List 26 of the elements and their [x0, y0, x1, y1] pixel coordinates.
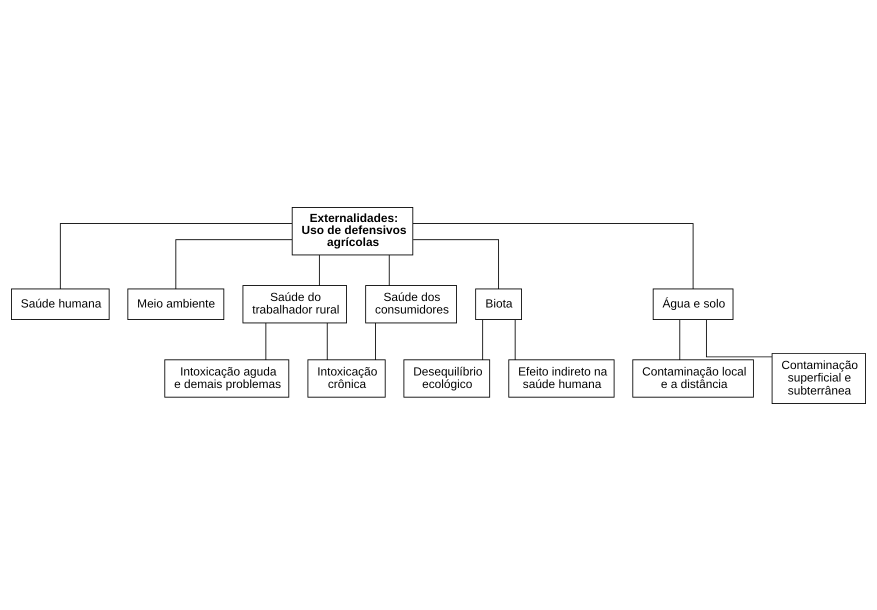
node-box: Saúde dos consumidores	[365, 284, 457, 323]
node-box: Externalidades: Uso de defensivos agrícolas	[292, 206, 414, 255]
node-box: Saúde humana	[11, 288, 110, 320]
connector	[679, 318, 680, 360]
node-box: Biota	[475, 288, 522, 320]
connector	[175, 238, 293, 289]
connector	[388, 254, 390, 286]
connector	[514, 318, 516, 360]
node-box: Intoxicação crônica	[307, 358, 386, 398]
connector	[60, 222, 292, 289]
connector	[412, 222, 694, 289]
node-box: Intoxicação aguda e demais problemas	[164, 358, 290, 398]
connector	[412, 238, 500, 289]
node-box: Desequilíbrio ecológico	[403, 358, 490, 398]
connector	[706, 318, 772, 357]
node-box: Efeito indireto na saúde humana	[508, 358, 615, 398]
node-box: Contaminação local e a distância	[632, 358, 754, 398]
connector	[482, 318, 484, 360]
connector	[375, 322, 376, 360]
connector	[265, 322, 266, 360]
node-box: Meio ambiente	[127, 288, 224, 320]
node-box: Contaminação superficial e subterrânea	[772, 352, 866, 404]
node-box: Saúde do trabalhador rural	[242, 284, 347, 323]
node-box: Água e solo	[652, 288, 734, 320]
connector	[326, 322, 328, 360]
connector	[318, 254, 320, 286]
